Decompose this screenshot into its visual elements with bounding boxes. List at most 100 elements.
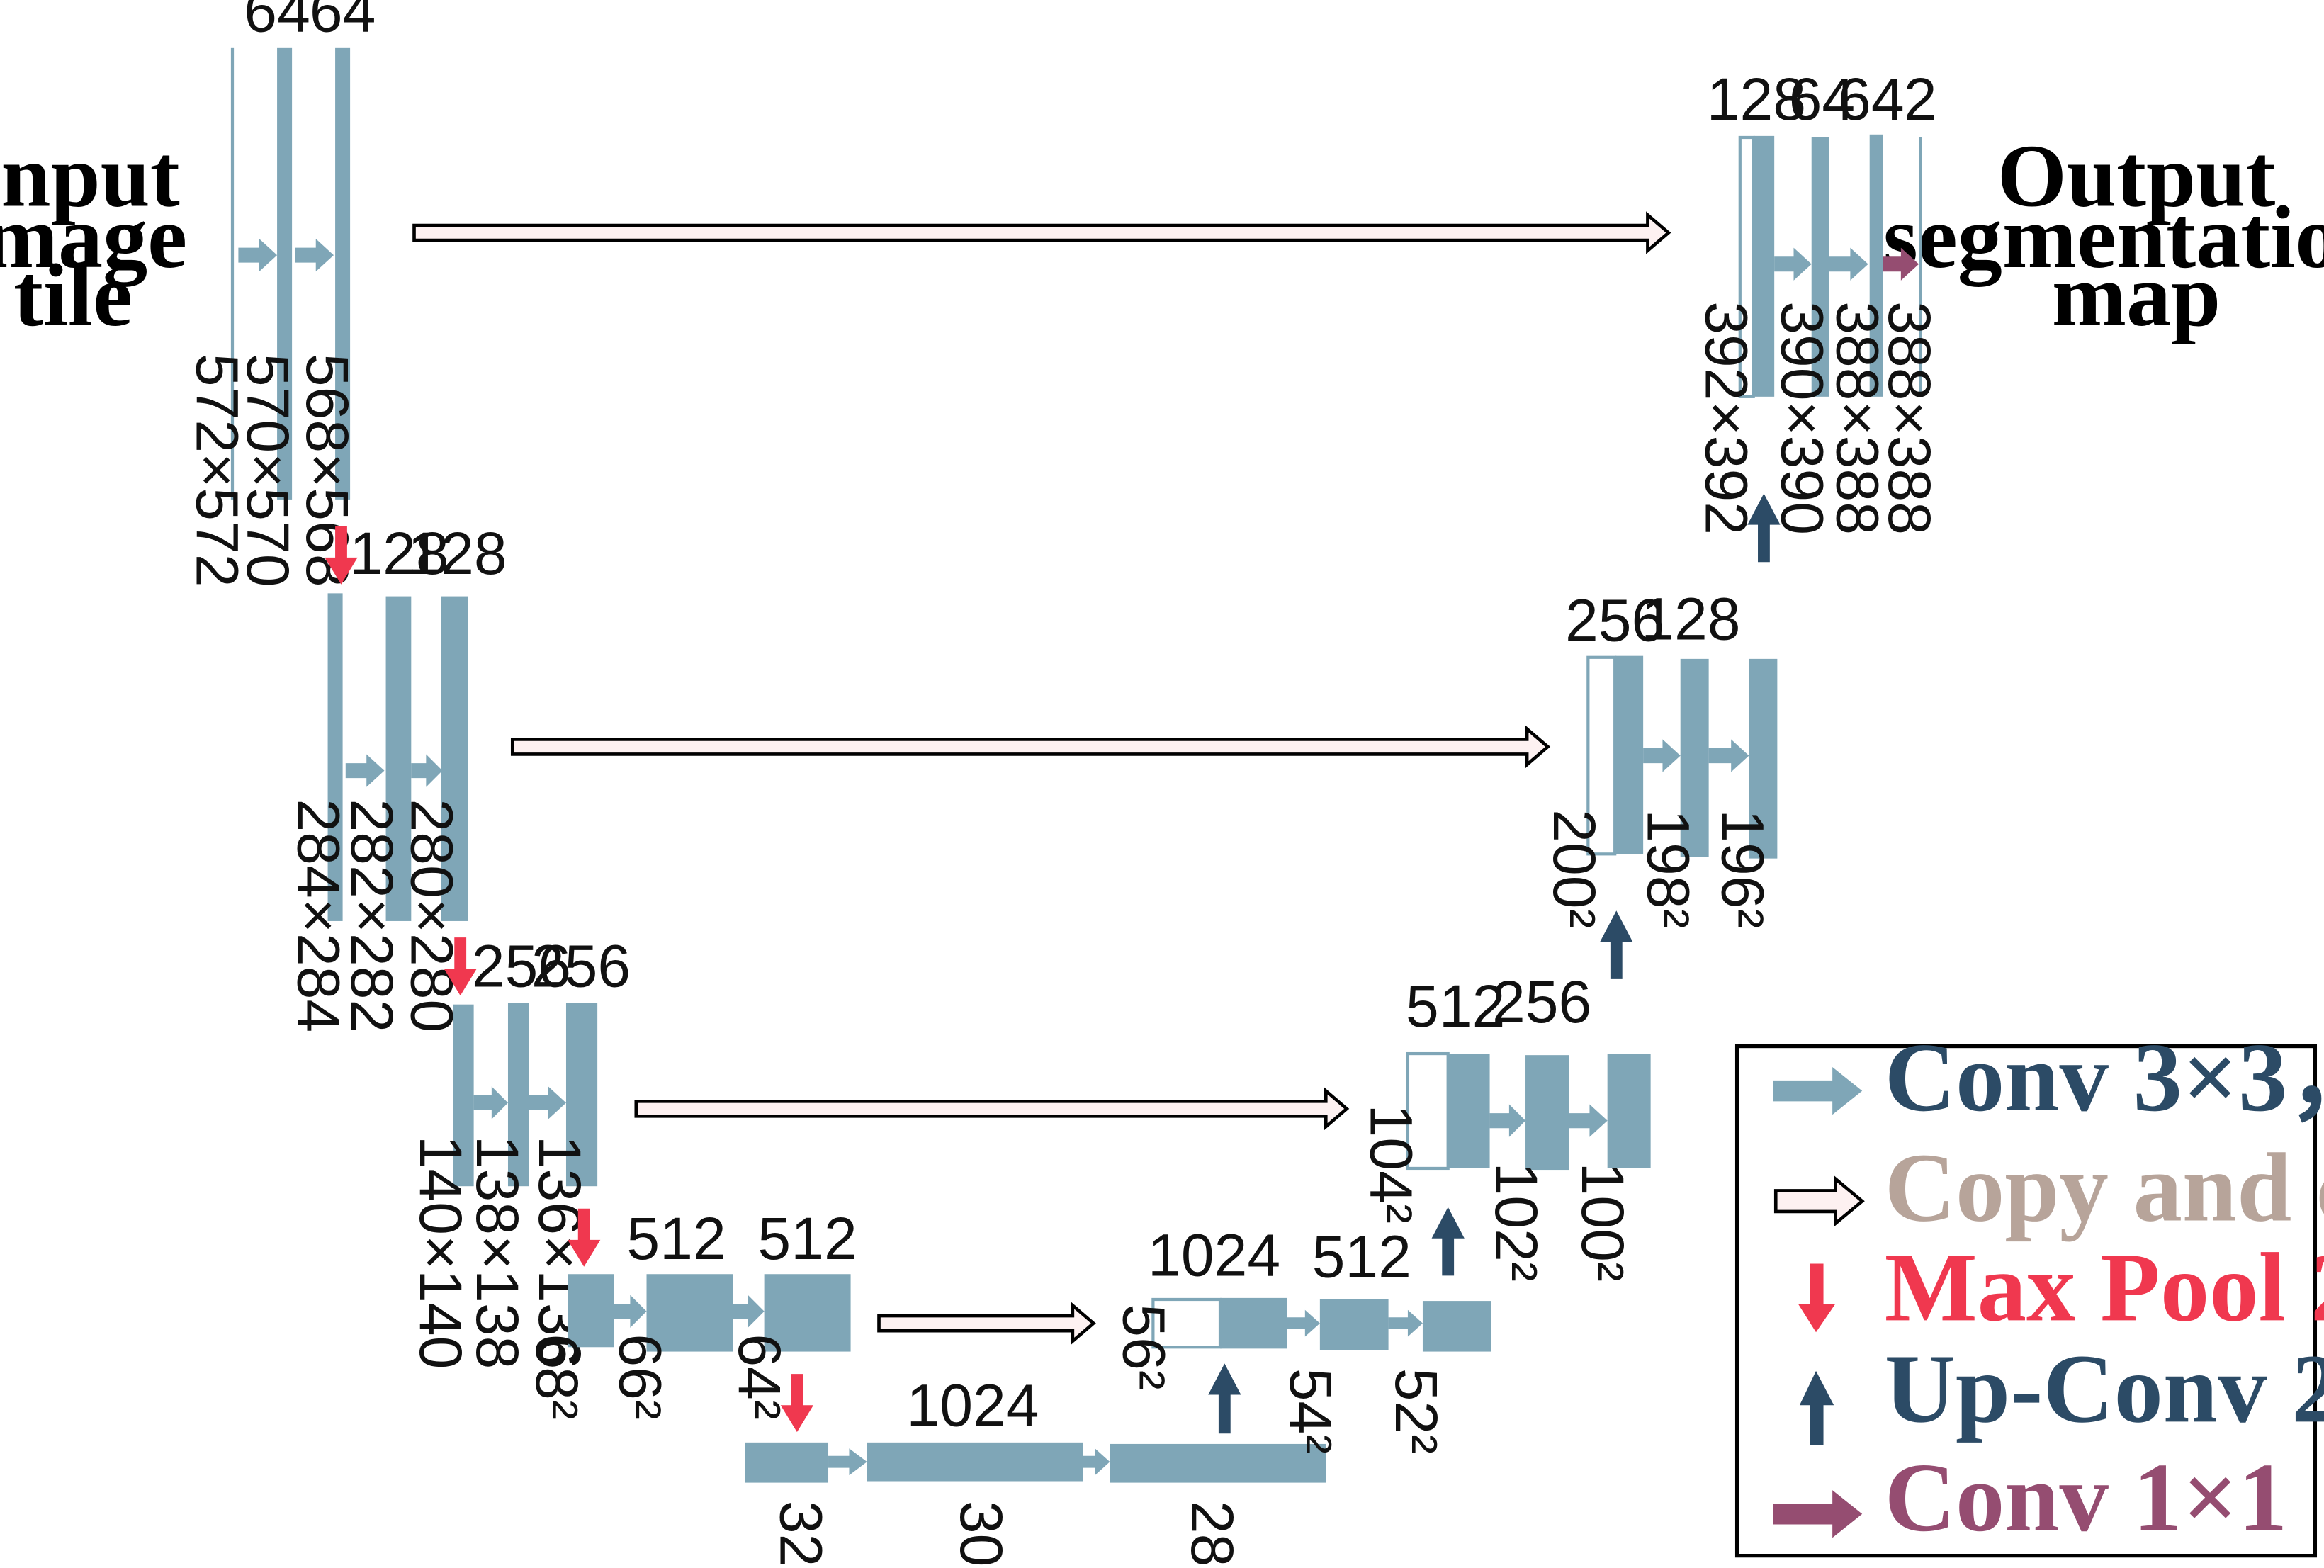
channel-label: 1024 — [1148, 1222, 1280, 1288]
size-label: 568×568 — [294, 354, 361, 587]
feature-map — [867, 1442, 1083, 1482]
conv-arrow — [1287, 1309, 1320, 1337]
channel-label: 1024 — [906, 1372, 1039, 1439]
conv-arrow — [238, 238, 278, 272]
size-label: 196² — [1710, 809, 1776, 928]
input-title: Input image tile — [0, 128, 187, 345]
conv-arrow — [1489, 1104, 1526, 1137]
legend-conv-icon — [1773, 1066, 1863, 1115]
feature-map — [1607, 1054, 1651, 1168]
copy-crop-arrow — [510, 725, 1551, 769]
decoder-level-1: 128 64 64 2 392×392 390×390 388×388 388×… — [1693, 66, 1943, 535]
size-label: 388×388 — [1876, 301, 1943, 535]
conv1x1-arrow — [1883, 247, 1919, 281]
channel-label: 64 — [244, 0, 310, 45]
encoder-level-4: 512 512 68² 66² 64² — [524, 1205, 857, 1420]
size-label: 32² — [768, 1501, 835, 1568]
maxpool-arrow — [325, 526, 358, 585]
conv-arrow — [1829, 247, 1868, 281]
feature-map — [1110, 1443, 1326, 1483]
feature-map — [441, 596, 468, 921]
channel-label: 128 — [407, 520, 507, 587]
channel-label: 512 — [1312, 1223, 1411, 1290]
size-label: 56² — [1110, 1304, 1177, 1390]
feature-map — [277, 47, 293, 500]
decoder-level-3: 512 256 104² 102² 100² — [1358, 969, 1651, 1282]
channel-label: 64 — [1789, 66, 1856, 132]
size-label: 392×392 — [1693, 301, 1759, 535]
legend-conv-label: Conv 3×3，Relu — [1885, 1023, 2324, 1132]
conv-arrow — [411, 754, 443, 787]
channel-label: 512 — [757, 1205, 857, 1272]
feature-map — [1525, 1055, 1569, 1171]
size-label: 30² — [948, 1501, 1015, 1568]
conv-arrow — [473, 1086, 508, 1119]
size-label: 102² — [1483, 1163, 1550, 1282]
feature-map — [453, 1004, 474, 1187]
size-label: 572×572 — [184, 354, 251, 587]
maxpool-arrow — [780, 1374, 813, 1433]
size-label: 390×390 — [1769, 301, 1836, 535]
encoder-level-3: 256 256 140×140 138×138 136×136 — [407, 932, 631, 1369]
maxpool-arrow — [444, 937, 477, 996]
feature-map — [1753, 135, 1775, 397]
conv-arrow — [733, 1295, 765, 1328]
channel-label: 512 — [626, 1205, 726, 1272]
size-label: 200² — [1541, 809, 1608, 928]
size-label: 140×140 — [407, 1136, 474, 1370]
feature-map — [1422, 1301, 1491, 1352]
conv-arrow — [614, 1295, 647, 1328]
output-segmentation-bar — [1919, 137, 1922, 397]
conv-arrow — [1569, 1104, 1608, 1137]
channel-label: 512 — [1406, 973, 1505, 1039]
size-label: 138×138 — [464, 1136, 531, 1370]
feature-map — [1811, 137, 1829, 397]
size-label: 388×388 — [1824, 301, 1890, 535]
copy-crop-arrow — [412, 211, 1671, 254]
feature-map — [745, 1442, 829, 1483]
feature-map — [385, 596, 412, 921]
upconv-arrow — [1208, 1363, 1241, 1434]
size-label: 104² — [1358, 1105, 1424, 1224]
upconv-arrow — [1747, 493, 1781, 563]
legend-copy-label: Copy and crop — [1885, 1134, 2324, 1243]
size-label: 198² — [1635, 809, 1701, 928]
conv-arrow — [295, 238, 334, 272]
copy-crop-arrow — [634, 1087, 1350, 1131]
size-label: 570×570 — [235, 354, 301, 587]
decoder-level-2: 256 128 200² 198² 196² — [1541, 586, 1778, 929]
feature-map — [565, 1003, 598, 1187]
feature-map — [1319, 1299, 1389, 1350]
feature-map — [335, 47, 351, 500]
channel-label: 128 — [349, 520, 449, 587]
size-label: 52² — [1383, 1368, 1450, 1455]
feature-map — [646, 1274, 733, 1352]
bottleneck: 1024 32² 30² 28² — [745, 1372, 1326, 1568]
conv-arrow — [1083, 1448, 1110, 1476]
upconv-arrow — [1431, 1207, 1465, 1276]
conv-arrow — [529, 1086, 566, 1119]
upconv-arrow — [1600, 910, 1633, 979]
feature-map — [327, 593, 343, 921]
decoder-level-4: 1024 512 56² 54² 52² — [1110, 1222, 1491, 1454]
channel-label: 256 — [531, 932, 631, 999]
channel-label: 256 — [472, 932, 571, 999]
legend-upconv-icon — [1799, 1370, 1834, 1446]
conv-arrow — [1774, 247, 1812, 281]
feature-map — [1749, 658, 1778, 859]
input-title-line-1: Input — [0, 128, 180, 226]
conv-arrow — [1708, 739, 1749, 772]
legend-conv1x1-label: Conv 1×1 — [1885, 1443, 2288, 1552]
output-title-line-3: map — [2052, 247, 2221, 345]
feature-map — [1220, 1297, 1287, 1349]
legend-maxpool-icon — [1798, 1263, 1836, 1333]
channel-label: 256 — [1565, 587, 1664, 654]
maxpool-arrow — [568, 1208, 601, 1267]
channel-label: 64 — [1838, 66, 1905, 132]
feature-map — [1869, 134, 1883, 397]
legend-copy-icon — [1773, 1175, 1865, 1227]
size-label: 282×282 — [339, 799, 405, 1033]
size-label: 100² — [1569, 1163, 1636, 1282]
feature-map — [1680, 658, 1709, 857]
